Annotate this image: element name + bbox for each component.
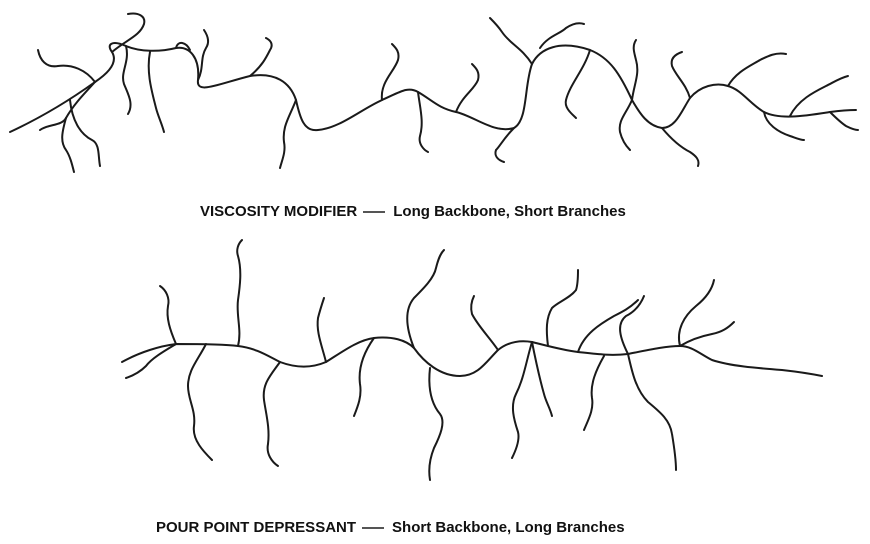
vm-branch bbox=[632, 40, 637, 100]
ppd-branch bbox=[679, 280, 714, 346]
vm-branch bbox=[620, 100, 632, 150]
viscosity-modifier-description: Long Backbone, Short Branches bbox=[393, 203, 626, 220]
ppd-branch bbox=[547, 270, 578, 346]
pour-point-depressant-title: POUR POINT DEPRESSANT bbox=[156, 519, 356, 536]
vm-branch bbox=[123, 46, 131, 114]
vm-branch bbox=[495, 128, 514, 162]
ppd-branch bbox=[628, 354, 676, 470]
ppd-branch bbox=[578, 300, 638, 352]
vm-branch bbox=[38, 50, 95, 82]
ppd-branch bbox=[512, 342, 532, 458]
vm-branch bbox=[728, 53, 786, 86]
ppd-branch bbox=[532, 342, 552, 416]
vm-branch bbox=[70, 100, 100, 166]
vm-branch bbox=[62, 118, 74, 172]
vm-branch bbox=[382, 44, 399, 100]
vm-branch bbox=[198, 30, 208, 80]
vm-branch bbox=[830, 112, 858, 130]
vm-branch bbox=[280, 100, 296, 168]
ppd-branch bbox=[354, 338, 374, 416]
caption-dash bbox=[363, 211, 385, 213]
ppd-branch bbox=[264, 362, 280, 466]
ppd-branch bbox=[160, 286, 176, 344]
viscosity-modifier-caption: VISCOSITY MODIFIER Long Backbone, Short … bbox=[200, 203, 626, 220]
vm-branch bbox=[540, 23, 584, 48]
vm-backbone bbox=[10, 43, 856, 132]
pour-point-depressant-description: Short Backbone, Long Branches bbox=[392, 519, 625, 536]
ppd-branch bbox=[471, 296, 498, 350]
vm-branch bbox=[662, 128, 699, 166]
viscosity-modifier-molecule bbox=[10, 13, 858, 172]
vm-branch bbox=[40, 82, 95, 130]
vm-branch bbox=[566, 50, 590, 118]
ppd-branch bbox=[429, 368, 442, 480]
viscosity-modifier-title: VISCOSITY MODIFIER bbox=[200, 203, 357, 220]
ppd-branch bbox=[188, 344, 212, 460]
vm-branch bbox=[250, 38, 272, 76]
vm-branch bbox=[672, 52, 690, 98]
pour-point-depressant-caption: POUR POINT DEPRESSANT Short Backbone, Lo… bbox=[156, 519, 625, 536]
vm-branch bbox=[490, 18, 532, 64]
vm-branch bbox=[456, 64, 479, 112]
ppd-branch bbox=[237, 240, 242, 346]
pour-point-depressant-molecule bbox=[122, 240, 822, 480]
vm-branch bbox=[418, 92, 428, 152]
vm-branch bbox=[149, 52, 164, 132]
ppd-branch bbox=[407, 250, 444, 348]
ppd-branch bbox=[318, 298, 326, 362]
ppd-backbone bbox=[122, 337, 822, 376]
caption-dash bbox=[362, 527, 384, 529]
ppd-branch bbox=[680, 322, 734, 346]
ppd-branch bbox=[584, 356, 604, 430]
